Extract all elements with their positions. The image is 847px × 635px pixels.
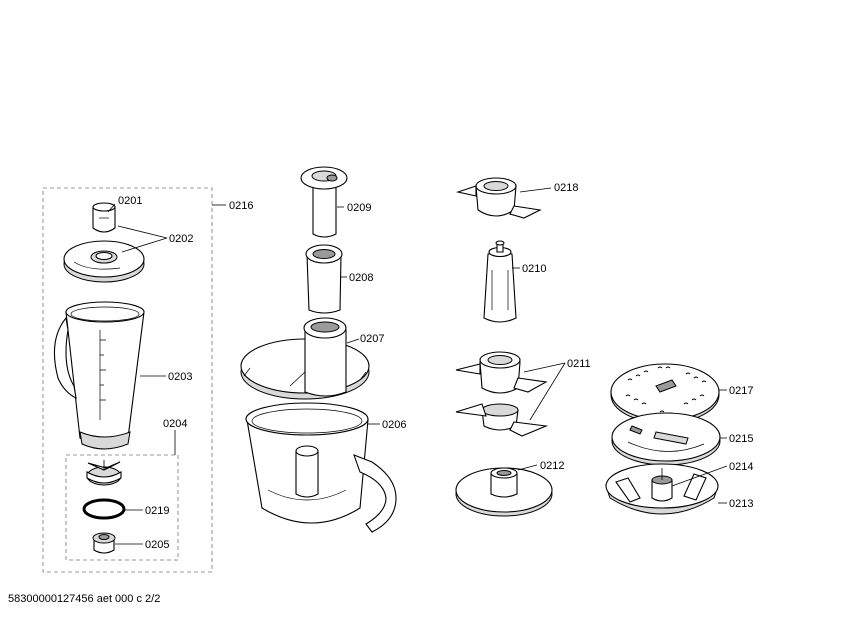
part-0205-coupling [92, 532, 116, 554]
callout-0214: 0214 [729, 461, 753, 473]
document-reference: 58300000127456 aet 000 c 2/2 [8, 593, 161, 605]
part-0211-knife-upper [455, 351, 548, 394]
callout-0219: 0219 [145, 505, 169, 517]
callout-0215: 0215 [729, 433, 753, 445]
part-0211-knife-lower [455, 403, 549, 437]
callout-0207: 0207 [360, 333, 384, 345]
callout-0218: 0218 [554, 182, 578, 194]
part-0214-holder [651, 468, 673, 502]
part-0210-drive-shaft [483, 240, 517, 323]
part-0212-emulsifying-disc [455, 467, 553, 517]
part-0217-grating-disc [610, 363, 720, 424]
callout-0212: 0212 [540, 460, 564, 472]
callout-0205: 0205 [145, 539, 169, 551]
callout-0202: 0202 [169, 233, 193, 245]
part-0209-pusher [300, 166, 348, 238]
leader-lines [107, 187, 728, 545]
part-0207-processor-lid [240, 317, 370, 400]
callout-0201: 0201 [118, 195, 142, 207]
part-0219-sealing-ring [82, 498, 126, 520]
blender-group-box [42, 187, 213, 573]
callout-0206: 0206 [382, 419, 406, 431]
callout-0204: 0204 [163, 418, 187, 430]
callout-0210: 0210 [522, 263, 546, 275]
part-0206-processor-bowl [245, 402, 397, 533]
callout-0211: 0211 [567, 358, 591, 370]
callout-0217: 0217 [729, 385, 753, 397]
part-0208-inner-pusher [305, 244, 343, 314]
callout-0208: 0208 [349, 272, 373, 284]
callout-0203: 0203 [168, 371, 192, 383]
part-0203-blender-jug [53, 301, 145, 450]
callout-0213: 0213 [729, 498, 753, 510]
callout-0216: 0216 [229, 200, 253, 212]
part-0201-measuring-cap [92, 202, 116, 233]
callout-0209: 0209 [347, 202, 371, 214]
part-0215-slicing-disc [611, 412, 721, 466]
blade-group-box [65, 454, 179, 561]
part-0218-kneading-tool [455, 177, 542, 219]
part-0202-blender-lid [63, 240, 145, 283]
part-0204-blade-insert [86, 460, 122, 486]
